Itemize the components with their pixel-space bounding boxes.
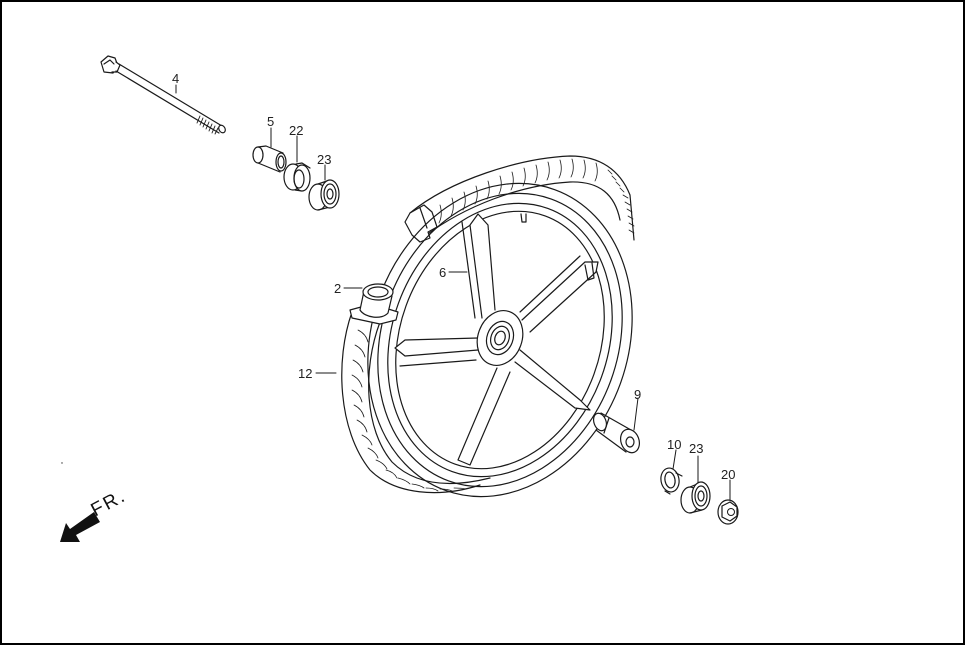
callout-10[interactable]: 10 — [667, 437, 682, 452]
callout-4[interactable]: 4 — [172, 71, 180, 86]
callout-23-left[interactable]: 23 — [317, 152, 332, 167]
bearing-left-part[interactable] — [308, 179, 340, 211]
callout-5[interactable]: 5 — [267, 114, 275, 129]
retainer-clip-part[interactable] — [659, 467, 683, 495]
callout-9[interactable]: 9 — [634, 387, 642, 402]
wheel-rim-part[interactable] — [325, 146, 675, 534]
axle-bolt-part[interactable] — [100, 55, 227, 135]
callout-12[interactable]: 12 — [298, 366, 313, 381]
distance-collar-part[interactable] — [591, 411, 642, 455]
dust-seal-part[interactable] — [283, 162, 311, 192]
callout-2[interactable]: 2 — [334, 281, 342, 296]
tube-valve-part[interactable] — [359, 283, 394, 318]
leader-lines — [175, 84, 731, 501]
bearing-right-part[interactable] — [680, 481, 711, 514]
callout-23-right[interactable]: 23 — [689, 441, 704, 456]
collar-part[interactable] — [252, 145, 287, 173]
callout-22[interactable]: 22 — [289, 123, 304, 138]
tire-upper-part[interactable] — [404, 155, 635, 243]
axle-nut-part[interactable] — [717, 499, 739, 525]
callout-6[interactable]: 6 — [439, 265, 447, 280]
front-arrow-icon — [60, 512, 100, 542]
callout-20[interactable]: 20 — [721, 467, 736, 482]
